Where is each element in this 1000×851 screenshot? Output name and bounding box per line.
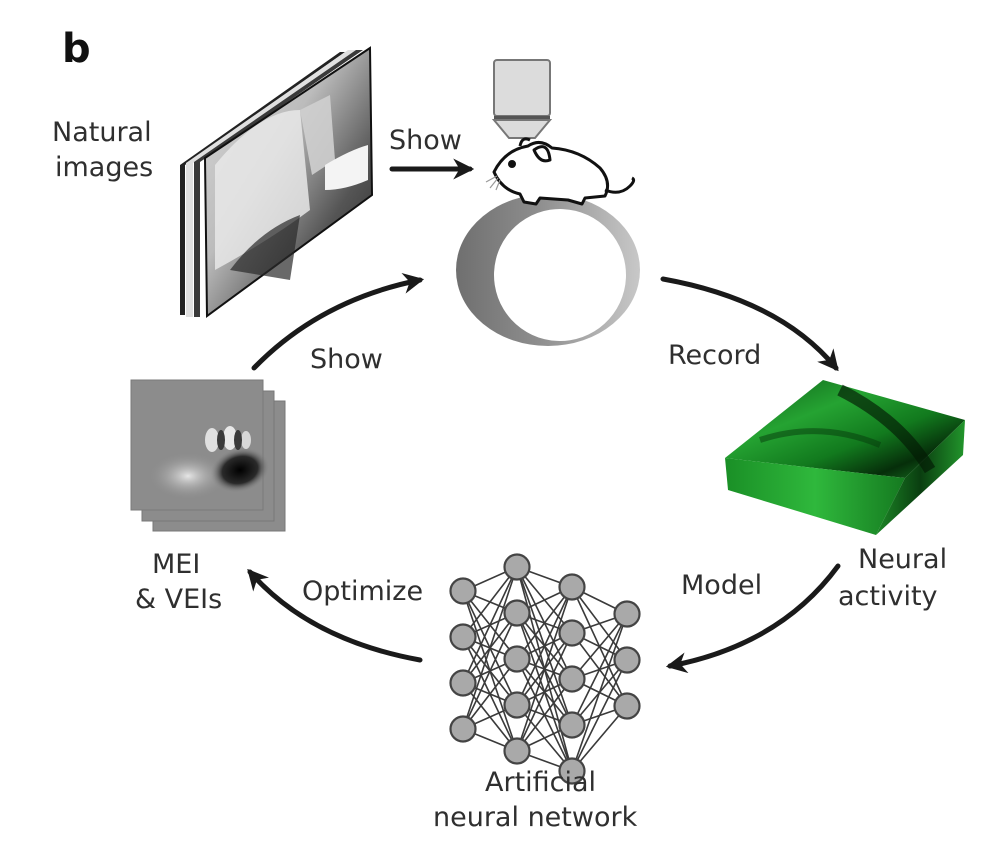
mei-stripe-1 — [205, 428, 219, 452]
arrow-optimize-label: Optimize — [302, 576, 423, 607]
mei-label: MEI & VEIs — [135, 549, 222, 615]
microscope-body — [493, 59, 551, 117]
running-wheel-icon — [456, 194, 640, 346]
artificial-neural-network — [449, 553, 641, 785]
arrow-record-line — [660, 276, 839, 372]
mei-stripe-3 — [241, 431, 251, 449]
mei-stripe-dark-2 — [234, 430, 242, 450]
arrow-model: Model — [665, 563, 841, 674]
ann-node-layer-2 — [503, 599, 531, 627]
mei-label-line2: & VEIs — [135, 584, 222, 615]
ann-edge — [571, 613, 628, 680]
volume-side — [876, 420, 965, 535]
photo-subject-shell — [300, 95, 335, 175]
mouse-icon — [485, 137, 636, 206]
wheel-inner — [494, 209, 626, 341]
volume-top — [725, 380, 965, 478]
microscope-objective-icon — [491, 59, 553, 139]
ann-node-layer-3 — [558, 619, 586, 647]
arrow-record-label: Record — [668, 340, 761, 371]
ann-node-layer-3 — [558, 757, 586, 785]
arrow-optimize-line — [247, 568, 423, 663]
ann-node-layer-1 — [449, 669, 477, 697]
natural-images-label: Natural images — [52, 117, 153, 183]
mouse-ear-back — [532, 145, 552, 163]
mei-dark-lobe — [210, 447, 270, 493]
arrow-show-bottom-label: Show — [310, 344, 383, 375]
ann-node-layer-2 — [503, 645, 531, 673]
ann-node-layer-1 — [449, 577, 477, 605]
microscope-band — [494, 116, 550, 120]
photo-subject-head — [325, 145, 368, 190]
ann-node-layer-1 — [449, 715, 477, 743]
mouse-whiskers — [485, 175, 501, 191]
ann-label: Artificial neural network — [433, 767, 638, 833]
microscope-tip — [491, 119, 553, 139]
natural-images-label-line1: Natural — [52, 117, 152, 148]
natural-images-label-line2: images — [55, 152, 153, 183]
arrow-show-top-label: Show — [389, 125, 462, 156]
mei-image-stack — [130, 379, 286, 532]
arrow-show-bottom-line — [251, 273, 425, 371]
natural-image-stack — [180, 46, 374, 318]
ann-node-layer-4 — [613, 692, 641, 720]
mei-stripe-dark-1 — [217, 430, 225, 450]
neural-activity-label: Neural activity — [838, 544, 947, 612]
ann-edge — [571, 613, 628, 726]
mouse-tail — [604, 176, 636, 194]
arrow-record: Record — [660, 276, 839, 372]
volume-vessel — [837, 384, 936, 474]
arrow-show-bottom: Show — [251, 273, 425, 375]
neural-activity-volume — [725, 380, 965, 535]
ann-node-layer-3 — [558, 665, 586, 693]
neural-activity-label-line2: activity — [838, 581, 938, 612]
arrow-show-top: Show — [389, 125, 475, 180]
ann-edge — [462, 658, 518, 730]
ann-label-line1: Artificial — [485, 767, 596, 798]
ann-node-layer-1 — [449, 623, 477, 651]
ann-edge — [462, 566, 518, 730]
arrow-model-line — [665, 563, 841, 674]
panel-label: b — [62, 26, 91, 72]
mei-light-lobe — [148, 452, 228, 500]
arrow-model-label: Model — [681, 570, 762, 601]
mouse-ear — [518, 137, 531, 147]
ann-edge — [571, 705, 628, 772]
ann-edge — [516, 586, 573, 752]
photo-subject-body — [215, 110, 310, 270]
mouse-eye — [508, 160, 516, 168]
mouse-body — [492, 141, 610, 206]
photo-shadow — [230, 215, 300, 280]
ann-node-layer-2 — [503, 691, 531, 719]
ann-node-layer-3 — [558, 711, 586, 739]
ann-node-layer-3 — [558, 573, 586, 601]
ann-edge — [571, 659, 628, 772]
ann-edge — [571, 613, 628, 772]
ann-node-layer-2 — [503, 737, 531, 765]
ann-edge — [516, 586, 573, 660]
ann-edge — [462, 566, 518, 638]
volume-front — [725, 458, 905, 535]
mei-label-line1: MEI — [152, 549, 200, 580]
volume-vessel-2 — [759, 428, 882, 448]
ann-edge — [516, 632, 573, 752]
neural-activity-label-line1: Neural — [858, 544, 947, 575]
arrow-optimize: Optimize — [247, 568, 423, 663]
ann-node-layer-4 — [613, 646, 641, 674]
ann-edge — [462, 612, 518, 730]
ann-edge — [516, 586, 573, 706]
ann-edge — [462, 566, 518, 684]
ann-label-line2: neural network — [433, 802, 638, 833]
ann-node-layer-2 — [503, 553, 531, 581]
ann-node-layer-4 — [613, 600, 641, 628]
ann-edge — [516, 678, 573, 752]
mei-stripe-2 — [223, 426, 237, 450]
